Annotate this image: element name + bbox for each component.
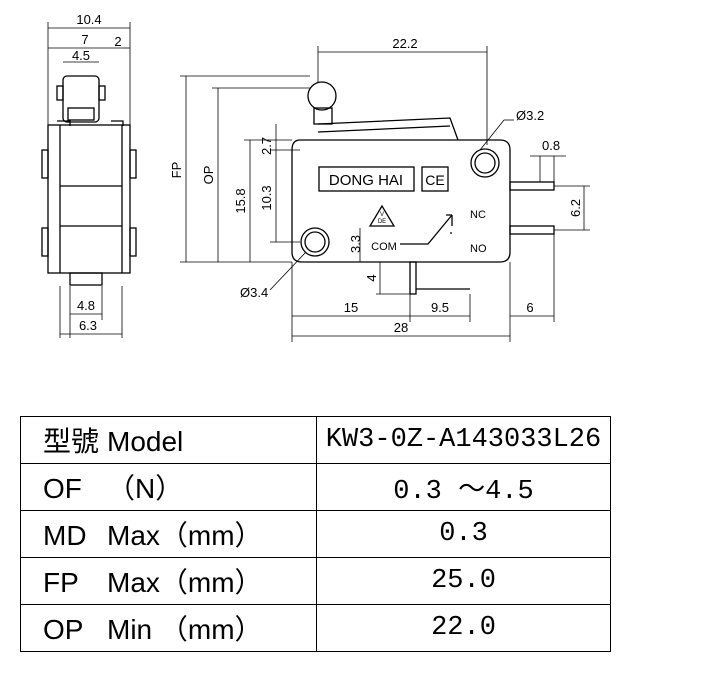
ce-mark: CE xyxy=(425,172,444,188)
technical-drawing: 10.4 7 2 4.5 4.8 6.3 22.2 Ø3.2 Ø3.4 FP O… xyxy=(41,12,590,342)
spec-key: OF （N） xyxy=(20,463,317,511)
brand-label: DONG HAI xyxy=(329,172,403,189)
no-label: NO xyxy=(470,243,487,255)
spec-value: 25.0 xyxy=(316,557,611,605)
dim-lever-length: 22.2 xyxy=(392,36,417,51)
spec-row: OF （N） 0.3 ～4.5 xyxy=(20,463,611,511)
vde-v: V xyxy=(380,212,384,218)
dim-side-63: 6.3 xyxy=(79,318,97,333)
dim-15: 15 xyxy=(344,300,358,315)
spec-code: MD xyxy=(43,520,87,551)
spec-unit: Max（mm） xyxy=(107,567,263,598)
dim-side-7: 7 xyxy=(81,32,88,47)
spec-value: KW3-0Z-A143033L26 xyxy=(316,416,611,464)
dim-hole-dia: Ø3.4 xyxy=(240,285,268,300)
dim-op: OP xyxy=(201,166,216,185)
dim-fp: FP xyxy=(169,162,184,179)
dim-side-45: 4.5 xyxy=(72,48,90,63)
spec-unit: （N） xyxy=(107,473,184,504)
dim-15-8: 15.8 xyxy=(233,188,248,213)
dim-side-width: 10.4 xyxy=(76,12,101,27)
dim-0-8: 0.8 xyxy=(542,138,560,153)
dim-side-2: 2 xyxy=(114,34,121,49)
nc-label: NC xyxy=(470,209,486,221)
spec-code: FP xyxy=(43,567,79,598)
spec-code: 型號 xyxy=(43,426,100,457)
front-view xyxy=(180,46,590,342)
spec-value: 22.0 xyxy=(316,604,611,652)
side-view xyxy=(41,22,137,338)
dim-side-48: 4.8 xyxy=(77,298,95,313)
dim-roller-dia: Ø3.2 xyxy=(516,108,544,123)
spec-key: FP Max（mm） xyxy=(20,557,317,605)
spec-value: 0.3 xyxy=(316,510,611,558)
spec-value: 0.3 ～4.5 xyxy=(316,463,611,511)
com-label: COM xyxy=(371,241,397,253)
dim-28: 28 xyxy=(394,320,408,335)
dim-10-3: 10.3 xyxy=(259,185,274,210)
spec-code: OF xyxy=(43,473,82,504)
dim-4: 4 xyxy=(364,274,379,281)
spec-unit: Model xyxy=(107,426,184,457)
spec-row: MD Max（mm） 0.3 xyxy=(20,510,611,558)
dim-6: 6 xyxy=(526,300,533,315)
vde-de: DE xyxy=(378,219,386,225)
spec-code: OP xyxy=(43,614,84,645)
spec-row: OP Min （mm） 22.0 xyxy=(20,604,611,652)
dim-3-3: 3.3 xyxy=(348,235,363,253)
dim-2-7: 2.7 xyxy=(259,137,274,155)
spec-unit: Min （mm） xyxy=(107,614,263,645)
spec-unit: Max（mm） xyxy=(107,520,263,551)
spec-key: MD Max（mm） xyxy=(20,510,317,558)
dim-6-2: 6.2 xyxy=(568,199,583,217)
spec-key: OP Min （mm） xyxy=(20,604,317,652)
spec-row: FP Max（mm） 25.0 xyxy=(20,557,611,605)
dim-9-5: 9.5 xyxy=(431,300,449,315)
